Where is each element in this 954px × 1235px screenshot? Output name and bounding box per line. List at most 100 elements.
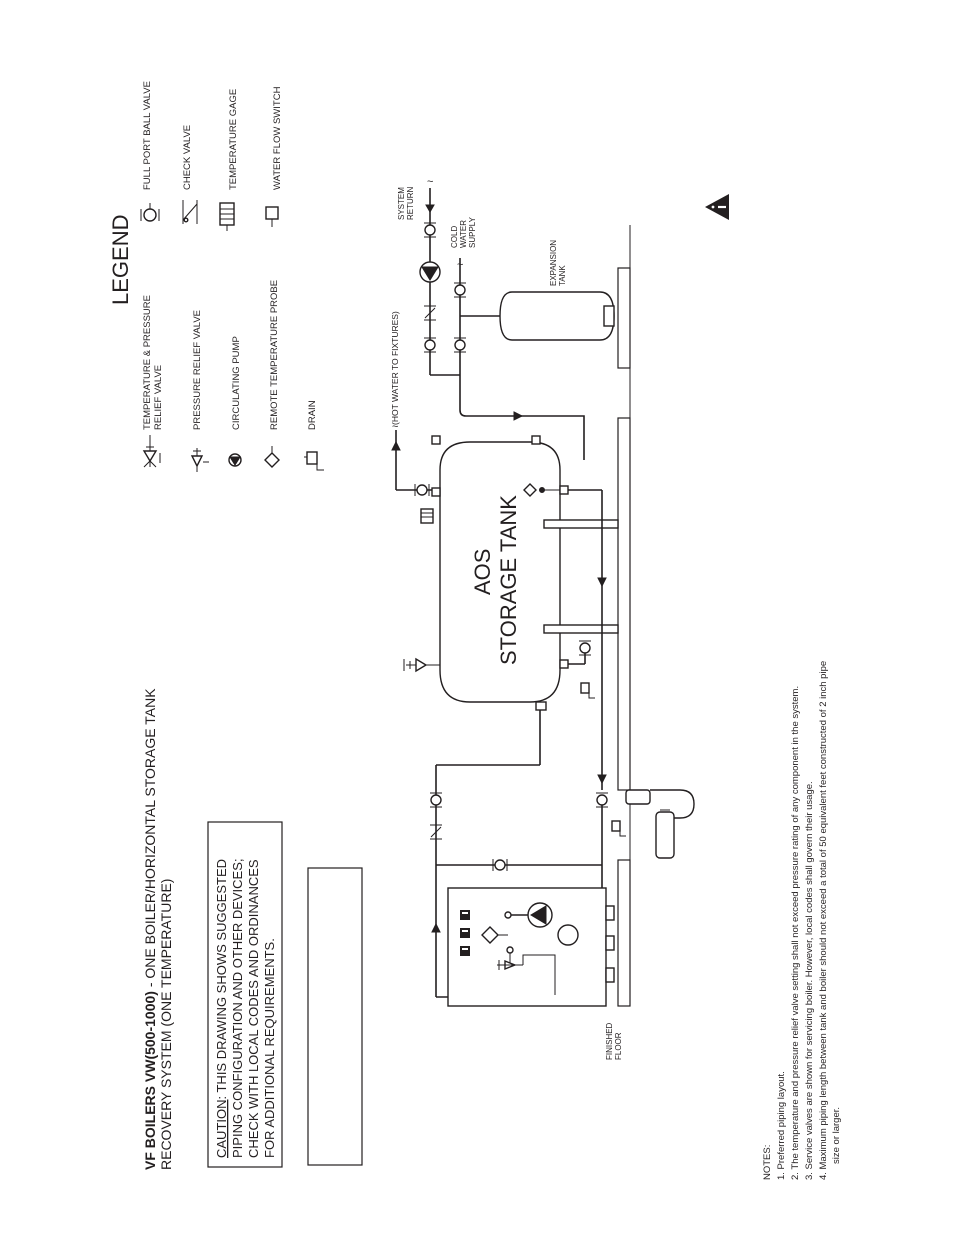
cold-water-piping: [459, 258, 585, 460]
ball-valve-icon: [596, 792, 608, 808]
tank-fitting: [535, 701, 547, 711]
check-valve-icon: [424, 305, 436, 321]
ball-valve-icon: [454, 282, 466, 298]
caution-label: CAUTION: [214, 1100, 229, 1159]
svg-text:DRAIN: DRAIN: [307, 400, 318, 430]
drain-icon: [580, 682, 595, 699]
boiler-gauge: [557, 924, 579, 946]
svg-text:COLD: COLD: [450, 226, 459, 248]
svg-text:FULL PORT BALL VALVE: FULL PORT BALL VALVE: [142, 81, 153, 190]
tank-saddle: [543, 519, 619, 529]
ball-valve-icon: [579, 640, 591, 656]
svg-text:TANK: TANK: [558, 265, 567, 286]
notes-block: NOTES: 1. Preferred piping layout. 2. Th…: [762, 661, 842, 1180]
floor-slab-right: [617, 267, 631, 369]
floor-slab-middle: [617, 417, 631, 791]
svg-text:TEMPERATURE & PRESSURE: TEMPERATURE & PRESSURE: [142, 295, 153, 430]
svg-text:LEGEND: LEGEND: [108, 215, 133, 305]
ball-valve-icon: [492, 859, 508, 871]
legend-pressure-relief-valve-icon: [190, 448, 209, 472]
ball-valve-icon: [430, 792, 442, 808]
svg-text:CIRCULATING PUMP: CIRCULATING PUMP: [231, 336, 242, 430]
boiler-connection: [605, 935, 615, 951]
svg-text:RETURN: RETURN: [406, 186, 415, 220]
tank-fitting: [431, 487, 441, 497]
caution-line1: : THIS DRAWING SHOWS SUGGESTED: [214, 859, 229, 1100]
legend-temperature-gage-icon: [219, 202, 235, 231]
legend-check-valve-icon: [182, 200, 198, 224]
notes-heading: NOTES:: [762, 1145, 773, 1180]
note-2: 2. The temperature and pressure relief v…: [790, 686, 801, 1180]
svg-text:FLOOR: FLOOR: [614, 1032, 623, 1060]
svg-text:RELIEF VALVE: RELIEF VALVE: [153, 365, 164, 430]
legend-drain-icon: [304, 451, 324, 471]
cold-water-break-icon: ~: [457, 259, 463, 271]
vf-boiler: [447, 887, 607, 1007]
finished-floor-label: FINISHED FLOOR: [605, 1022, 623, 1060]
note-1: 1. Preferred piping layout.: [776, 1071, 787, 1180]
note-4a: 4. Maximum piping length between tank an…: [818, 661, 829, 1180]
check-valve-icon: [430, 824, 442, 840]
title-line2: RECOVERY SYSTEM (ONE TEMPERATURE): [158, 879, 174, 1170]
svg-text:EXPANSION: EXPANSION: [549, 240, 558, 286]
caution-line2: PIPING CONFIGURATION AND OTHER DEVICES;: [230, 858, 245, 1158]
tank-fitting: [531, 435, 541, 445]
circulating-pump-icon: [419, 261, 441, 283]
legend-ball-valve-label: FULL PORT BALL VALVE: [142, 81, 153, 190]
legend-circulating-pump-label: CIRCULATING PUMP: [231, 336, 242, 430]
drain-icon: [611, 820, 626, 837]
svg-text:SUPPLY: SUPPLY: [468, 216, 477, 248]
svg-text:(HOT WATER TO FIXTURES): (HOT WATER TO FIXTURES): [390, 311, 400, 425]
legend-flow-switch-label: WATER FLOW SWITCH: [272, 86, 283, 190]
svg-text:FINISHED: FINISHED: [605, 1022, 614, 1060]
expansion-tank-label: EXPANSION TANK: [549, 240, 567, 286]
tank-tp-relief-valve-icon: [403, 657, 440, 673]
legend-flow-switch-icon: [265, 206, 279, 227]
hot-water-label: (HOT WATER TO FIXTURES): [390, 311, 400, 425]
note-3: 3. Service valves are shown for servicin…: [804, 781, 815, 1180]
condensate-trap: [625, 789, 695, 859]
floor-slab-left: [617, 859, 631, 1007]
blank-label-box: [307, 867, 363, 1166]
legend-remote-probe-icon: [264, 446, 280, 468]
expansion-tank: [499, 291, 615, 341]
system-return-break-icon: ~: [427, 176, 433, 188]
boiler-remote-probe-icon: [481, 926, 508, 944]
legend-drain-label: DRAIN: [307, 400, 318, 430]
ball-valve-icon: [424, 222, 436, 238]
cold-water-label: COLD WATER SUPPLY: [450, 216, 477, 248]
svg-text:TEMPERATURE GAGE: TEMPERATURE GAGE: [228, 89, 239, 190]
note-4b: size or larger.: [831, 1107, 842, 1164]
legend-title: LEGEND: [108, 215, 133, 305]
svg-text:SYSTEM: SYSTEM: [397, 187, 406, 220]
title-bold: VF BOILERS VW(500-1000): [142, 991, 158, 1170]
svg-text:AOS: AOS: [470, 549, 495, 595]
ball-valve-icon: [424, 337, 436, 353]
tank-temperature-gage-icon: [420, 508, 434, 524]
caution-line3: CHECK WITH LOCAL CODES AND ORDINANCES: [246, 859, 261, 1158]
tank-fitting: [559, 485, 569, 495]
tank-remote-probe-icon: [523, 483, 560, 497]
caution-line4: FOR ADDITIONAL REQUIREMENTS.: [262, 938, 277, 1158]
boiler-connection: [605, 967, 615, 983]
legend-tp-relief-valve-icon: [142, 435, 161, 468]
svg-text:CAUTION: THIS DRAWING SHOWS SU: CAUTION: THIS DRAWING SHOWS SUGGESTED: [214, 859, 229, 1158]
ball-valve-icon: [414, 484, 430, 496]
legend-check-valve-label: CHECK VALVE: [182, 125, 193, 190]
svg-text:CHECK VALVE: CHECK VALVE: [182, 125, 193, 190]
system-return-label: SYSTEM RETURN: [397, 186, 415, 220]
title-rest: - ONE BOILER/HORIZONTAL STORAGE TANK: [142, 688, 158, 991]
legend-temperature-gage-label: TEMPERATURE GAGE: [228, 89, 239, 190]
aos-storage-tank: [439, 441, 561, 703]
legend-ball-valve-icon: [140, 203, 160, 222]
diagram-title: VF BOILERS VW(500-1000) - ONE BOILER/HOR…: [142, 688, 174, 1170]
warning-triangle-icon: [705, 194, 729, 220]
boiler-connection: [605, 905, 615, 921]
hot-water-piping: [391, 430, 432, 491]
svg-text:PRESSURE RELIEF VALVE: PRESSURE RELIEF VALVE: [192, 310, 203, 430]
tank-fitting: [431, 435, 441, 445]
tank-saddle: [543, 624, 619, 634]
boiler-pressure-relief-valve-icon: [497, 946, 556, 995]
tank-fitting: [559, 659, 569, 669]
svg-text:VF BOILERS VW(500-1000) - ONE: VF BOILERS VW(500-1000) - ONE BOILER/HOR…: [142, 688, 158, 1170]
